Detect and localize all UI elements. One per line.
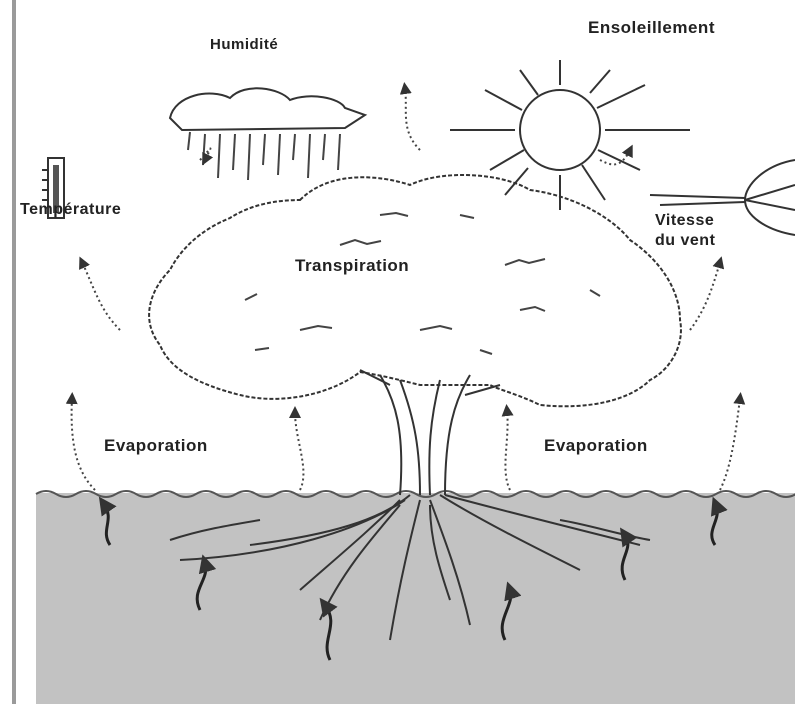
tree-trunk — [360, 370, 500, 495]
label-evaporation-left: Evaporation — [104, 436, 208, 456]
label-humidity: Humidité — [210, 36, 278, 53]
label-wind-speed-line2: du vent — [655, 232, 715, 250]
sun-icon — [450, 60, 690, 210]
vapor-arrows — [72, 88, 740, 490]
label-sunshine: Ensoleillement — [588, 18, 715, 38]
label-evaporation-right: Evaporation — [544, 436, 648, 456]
soil-area — [36, 493, 795, 704]
label-temperature: Température — [20, 201, 121, 219]
label-transpiration: Transpiration — [295, 256, 409, 276]
frame-left-border — [12, 0, 16, 704]
cloud-icon — [170, 88, 365, 180]
canopy-leaf-strokes — [245, 213, 600, 354]
label-wind-speed-line1: Vitesse — [655, 212, 714, 230]
tree-canopy — [149, 175, 681, 406]
